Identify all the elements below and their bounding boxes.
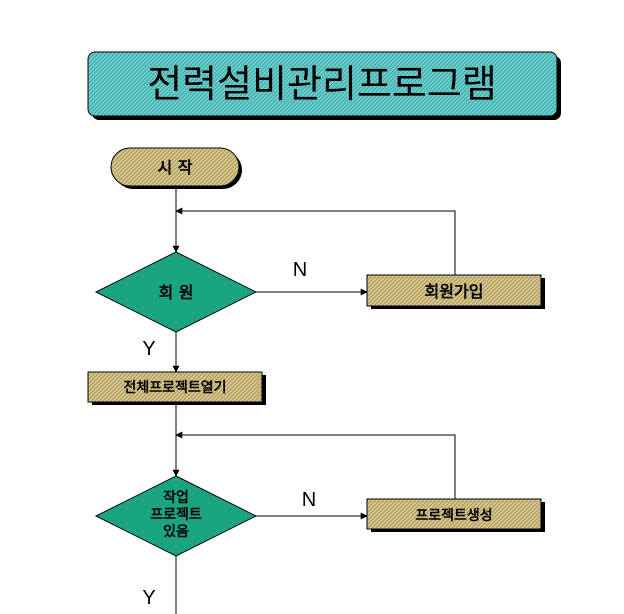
- start-box: [110, 147, 240, 187]
- member-no-label: N: [293, 259, 307, 281]
- edge-create-loop: [175, 431, 456, 499]
- create-project-box: [366, 498, 542, 530]
- member-yes-label: Y: [142, 338, 155, 360]
- start-node: 시 작: [110, 147, 242, 189]
- open-projects-box: [87, 371, 263, 403]
- create-project-node: 프로젝트생성: [366, 498, 545, 532]
- member-label: 회 원: [158, 283, 193, 302]
- member-join-node: 회원가입: [366, 274, 545, 309]
- start-label: 시 작: [157, 158, 192, 177]
- member-join-box: [366, 274, 542, 307]
- member-decision: 회 원: [94, 251, 258, 333]
- open-projects-node: 전체프로젝트열기: [87, 371, 266, 405]
- edge-join-loop: [175, 207, 456, 275]
- project-label-line1: 작업: [163, 489, 189, 506]
- page-title: 전력설비관리프로그램: [147, 62, 497, 106]
- project-label-line2: 프로젝트: [150, 506, 202, 523]
- project-yes-label: Y: [142, 587, 155, 609]
- title-box: [87, 51, 558, 117]
- project-label-line3: 있음: [163, 524, 189, 540]
- create-project-label: 프로젝트생성: [415, 507, 492, 524]
- open-projects-label: 전체프로젝트열기: [123, 379, 226, 396]
- project-no-label: N: [302, 489, 316, 511]
- member-join-label: 회원가입: [425, 282, 484, 301]
- title-banner: 전력설비관리프로그램: [87, 51, 561, 120]
- project-decision: 작업 프로젝트 있음: [94, 475, 258, 557]
